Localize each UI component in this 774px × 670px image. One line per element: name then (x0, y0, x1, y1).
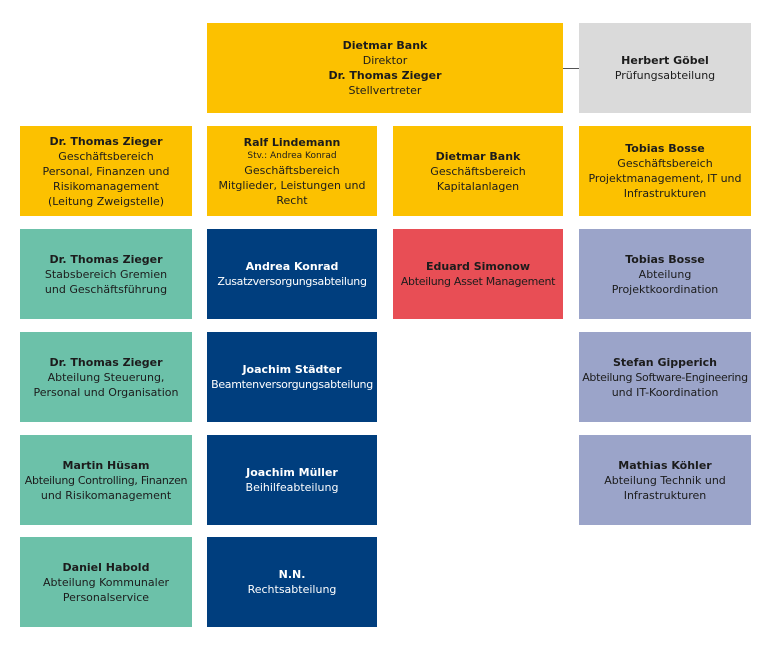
division-head-name: Ralf Lindemann (243, 135, 341, 149)
division-deputy: Stv.: Andrea Konrad (247, 150, 337, 161)
department-box: Mathias Köhler Abteilung Technik und Inf… (579, 435, 751, 525)
department-title-line: Projektkoordination (611, 282, 719, 296)
department-title-line: Personal und Organisation (33, 385, 179, 399)
department-title-line: Abteilung (638, 267, 692, 281)
department-head-name: Joachim Müller (246, 466, 338, 479)
division-head-name: Tobias Bosse (625, 142, 705, 155)
department-head-name: Eduard Simonow (425, 260, 531, 273)
division-head-name: Dietmar Bank (435, 149, 521, 163)
department-box: Tobias Bosse Abteilung Projektkoordinati… (579, 229, 751, 319)
audit-role: Prüfungsabteilung (614, 69, 716, 82)
deputy-director-name: Dr. Thomas Zieger (328, 69, 442, 82)
department-box: Daniel Habold Abteilung Kommunaler Perso… (20, 537, 192, 627)
department-head-name: Dr. Thomas Zieger (49, 252, 163, 266)
department-head-name: Stefan Gipperich (612, 355, 718, 369)
department-title-line: Beihilfeabteilung (245, 481, 339, 494)
department-title-line: und Risikomanagement (40, 488, 172, 502)
director-audit-connector (563, 68, 579, 69)
department-box: Dr. Thomas Zieger Abteilung Steuerung, P… (20, 332, 192, 422)
department-box: Joachim Städter Beamtenversorgungsabteil… (207, 332, 377, 422)
division-box-investments: Dietmar Bank Geschäftsbereich Kapitalanl… (393, 126, 563, 216)
division-label: Geschäftsbereich (244, 163, 340, 177)
department-box: Andrea Konrad Zusatzversorgungsabteilung (207, 229, 377, 319)
department-head-name: Tobias Bosse (625, 252, 705, 266)
division-title-line: Projektmanagement, IT und (588, 172, 742, 185)
division-title-line: Kapitalanlagen (436, 179, 520, 193)
director-role: Direktor (362, 54, 408, 67)
deputy-director-role: Stellvertreter (348, 84, 422, 97)
department-head-name: Martin Hüsam (62, 458, 150, 472)
division-title-line: Personal, Finanzen und (42, 164, 170, 178)
division-title-line: Mitglieder, Leistungen und (218, 178, 366, 192)
department-title-line: Zusatzversorgungsabteilung (217, 275, 367, 288)
division-title-line: Risikomanagement (53, 179, 159, 193)
division-box-members: Ralf Lindemann Stv.: Andrea Konrad Gesch… (207, 126, 377, 216)
department-head-name: Mathias Köhler (618, 458, 712, 472)
department-head-name: Joachim Städter (242, 363, 342, 376)
department-title-line: Beamtenversorgungsabteilung (211, 378, 373, 391)
department-title-line: Abteilung Steuerung, (47, 370, 165, 384)
audit-name: Herbert Göbel (621, 54, 709, 67)
department-head-name: Dr. Thomas Zieger (49, 355, 163, 369)
department-box: Martin Hüsam Abteilung Controlling, Fina… (20, 435, 192, 525)
department-box: Eduard Simonow Abteilung Asset Managemen… (393, 229, 563, 319)
division-title-line: Infrastrukturen (623, 187, 707, 200)
department-head-name: N.N. (278, 568, 306, 581)
department-title-line: Rechtsabteilung (247, 583, 337, 596)
department-title-line: Abteilung Controlling, Finanzen (24, 473, 188, 487)
department-title-line: Abteilung Software-Engineering (582, 370, 748, 384)
director-box: Dietmar Bank Direktor Dr. Thomas Zieger … (207, 23, 563, 113)
department-title-line: Infrastrukturen (623, 488, 707, 502)
department-title-line: Personalservice (62, 590, 150, 604)
department-box: Dr. Thomas Zieger Stabsbereich Gremien u… (20, 229, 192, 319)
department-head-name: Daniel Habold (62, 560, 150, 574)
division-title-line: Recht (276, 193, 308, 207)
department-title-line: Stabsbereich Gremien (44, 267, 168, 281)
department-title-line: Abteilung Kommunaler (43, 575, 169, 589)
division-label: Geschäftsbereich (58, 149, 154, 163)
audit-box: Herbert Göbel Prüfungsabteilung (579, 23, 751, 113)
division-box-hr-finance: Dr. Thomas Zieger Geschäftsbereich Perso… (20, 126, 192, 216)
department-title-line: und Geschäftsführung (44, 282, 168, 296)
division-box-projects-it: Tobias Bosse Geschäftsbereich Projektman… (579, 126, 751, 216)
department-title-line: Abteilung Asset Management (400, 275, 556, 288)
department-head-name: Andrea Konrad (245, 260, 339, 273)
department-title-line: Abteilung Technik und (604, 473, 726, 487)
department-box: N.N. Rechtsabteilung (207, 537, 377, 627)
division-label: Geschäftsbereich (617, 157, 713, 170)
division-title-line: (Leitung Zweigstelle) (47, 194, 165, 208)
director-name: Dietmar Bank (342, 39, 428, 52)
department-title-line: und IT-Koordination (611, 385, 719, 399)
department-box: Joachim Müller Beihilfeabteilung (207, 435, 377, 525)
department-box: Stefan Gipperich Abteilung Software-Engi… (579, 332, 751, 422)
division-label: Geschäftsbereich (430, 164, 526, 178)
division-head-name: Dr. Thomas Zieger (49, 134, 163, 148)
